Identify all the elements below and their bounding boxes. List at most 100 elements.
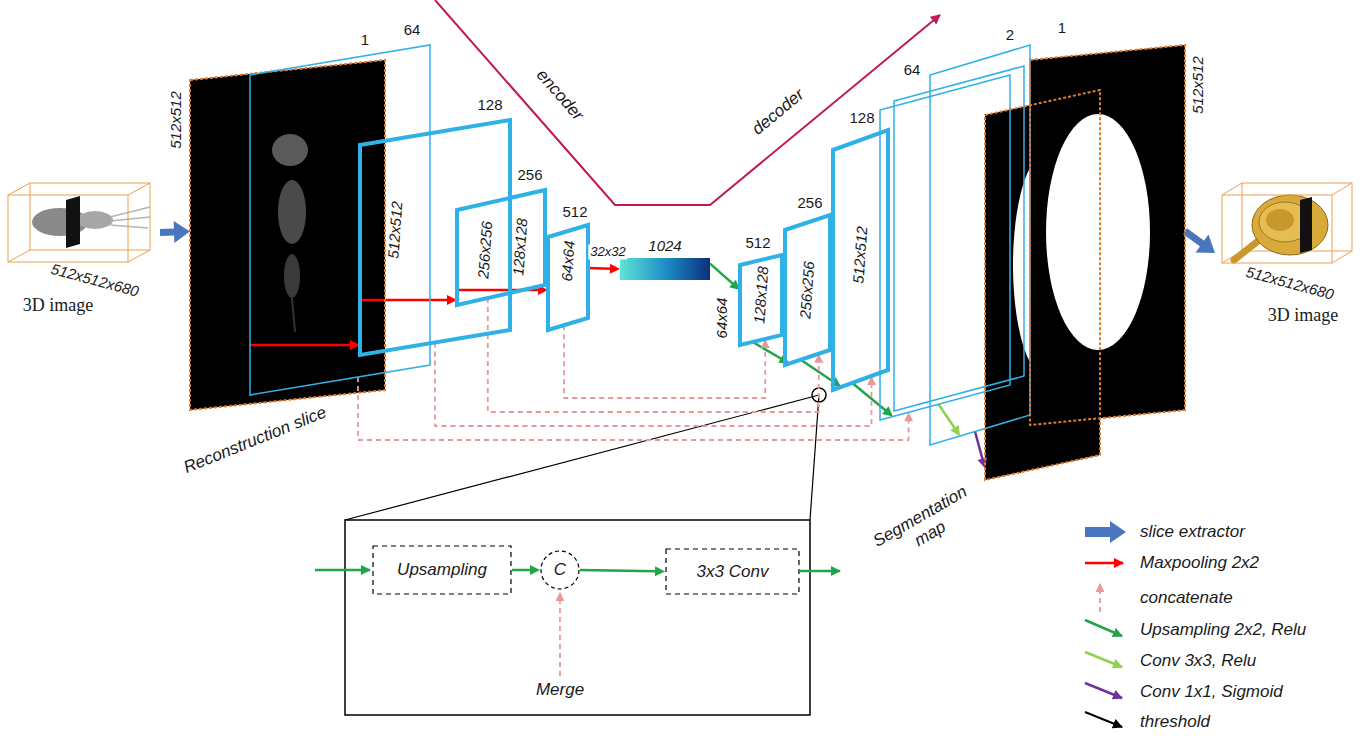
node-label: 128x128	[509, 218, 530, 277]
volume-node: 512x512x6803D image	[5, 175, 160, 315]
node-label: 512	[562, 203, 587, 220]
process-box	[666, 549, 799, 594]
feature-map: 2	[930, 45, 1030, 445]
connector-line	[435, 343, 872, 427]
connector-line	[852, 383, 886, 411]
zoom-line	[345, 395, 819, 520]
feature-map: 64	[880, 75, 1010, 420]
zoom-box	[345, 520, 810, 715]
connector-line	[488, 298, 819, 412]
node-label: 2	[1006, 26, 1014, 43]
node-shape	[1030, 45, 1185, 425]
legend-arrow	[1085, 683, 1122, 698]
diagram-label: Reconstruction slice	[179, 402, 331, 479]
node-label: 512	[745, 234, 770, 251]
legend-text: Upsampling 2x2, Relu	[1140, 620, 1306, 640]
connector	[160, 221, 190, 243]
node-shape	[1215, 175, 1358, 365]
connector-line	[250, 344, 351, 347]
legend-arrow	[1085, 652, 1122, 667]
node-label: 256	[517, 166, 542, 183]
slice-border	[985, 90, 1100, 480]
feature-map: 512128x128	[740, 255, 782, 345]
slice-border	[190, 60, 385, 410]
diagram-label: 64x64	[713, 296, 730, 341]
flow-arrow	[800, 570, 840, 573]
connector	[1185, 231, 1215, 253]
node-label: 64x64	[558, 240, 578, 282]
node-shape	[190, 60, 385, 410]
legend-text: Conv 1x1, Sigmoid	[1140, 682, 1283, 702]
volume-front	[8, 195, 128, 262]
connector	[488, 298, 823, 412]
node-label: 1	[1058, 19, 1066, 36]
node-label: Segmentation map	[865, 479, 985, 571]
merge-circle	[541, 551, 579, 589]
fish-part	[292, 298, 295, 332]
feature-map-frame	[785, 215, 830, 365]
legend-text: concatenate	[1140, 588, 1233, 608]
arrow-head	[882, 406, 893, 416]
volume-slice	[66, 196, 80, 248]
zoom-line	[810, 395, 819, 520]
connector	[250, 340, 360, 350]
connector-line	[1185, 231, 1203, 244]
feature-map: 256256x256128x128	[457, 190, 545, 305]
fish-part	[278, 180, 306, 244]
legend-text: Maxpooling 2x2	[1140, 553, 1259, 573]
process-box: 3x3 Conv	[665, 548, 800, 595]
volume-front	[1222, 195, 1332, 263]
slice-border	[1030, 45, 1185, 425]
node-label: 3x3 Conv	[697, 562, 769, 582]
arrow-head	[610, 264, 620, 274]
connector-line	[588, 267, 611, 270]
volume-input	[8, 183, 150, 262]
process-box: Upsampling	[372, 545, 512, 595]
flow-arrow	[315, 569, 370, 572]
node-shape	[457, 190, 545, 305]
node-label: 3D image	[1268, 305, 1338, 326]
node-label: 512x512	[849, 226, 870, 285]
feature-map-frame	[880, 75, 1010, 420]
connector-line	[512, 569, 531, 572]
slice-image	[190, 60, 385, 410]
connector-line	[360, 299, 448, 302]
diagram-label: encoder	[532, 65, 587, 124]
node-label: 64	[904, 61, 921, 78]
node-shape	[985, 90, 1100, 480]
connector	[1020, 422, 1062, 473]
node-label: 512x512	[1189, 56, 1206, 114]
connector	[358, 377, 913, 440]
fish-part	[284, 254, 300, 298]
arrow-head	[174, 221, 190, 243]
connector	[801, 360, 842, 387]
ghost-fish	[272, 134, 308, 332]
connector	[710, 264, 740, 291]
legend-text: slice extractor	[1140, 522, 1245, 542]
connector	[580, 566, 665, 576]
legend-text: Conv 3x3, Relu	[1140, 651, 1256, 671]
legend-arrow	[1085, 620, 1122, 636]
node-shape	[880, 75, 1010, 420]
volume-edge	[8, 183, 150, 262]
connector	[360, 295, 457, 305]
fish-tail	[110, 207, 150, 228]
slice-image	[1030, 45, 1185, 425]
feature-map-frame	[930, 45, 1030, 445]
volume-edge	[1222, 183, 1352, 263]
feature-map: Segmentation map	[985, 90, 1100, 480]
diagram-label: decoder	[748, 85, 808, 139]
connector-line	[358, 377, 909, 440]
cochlea-shape	[1252, 195, 1328, 255]
feature-map: 1512x512	[1030, 45, 1185, 425]
mask-blob	[1046, 114, 1150, 350]
connector	[939, 404, 961, 436]
node-label: 64	[404, 21, 421, 38]
connector-line	[710, 264, 733, 285]
arrow-head	[950, 425, 960, 436]
node-label: 512x512x680	[1244, 263, 1335, 303]
legend-text: threshold	[1140, 712, 1210, 732]
legend-arrow	[1085, 562, 1123, 565]
bottleneck-bar	[620, 258, 710, 280]
node-label: 1	[361, 31, 369, 48]
